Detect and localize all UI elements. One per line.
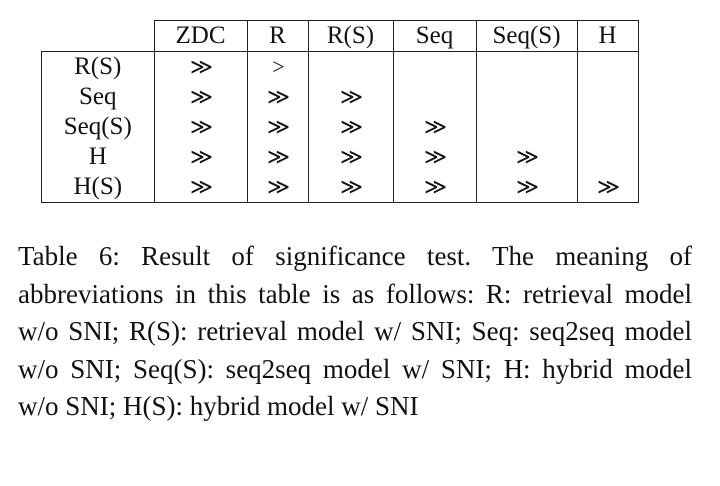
column-header-r: R [246,20,309,52]
table-row: Seq ≫ ≫ ≫ [41,82,639,112]
table-cell [475,82,578,112]
table-cell: > [246,51,309,82]
table-cell [475,112,578,142]
table-cell: ≫ [153,172,248,203]
table-row: H ≫ ≫ ≫ ≫ ≫ [41,142,639,172]
table-cell: ≫ [246,172,309,203]
row-label-seq-s: Seq(S) [41,112,155,142]
table-header-row: ZDC R R(S) Seq Seq(S) H [41,20,639,52]
table-cell: ≫ [153,112,248,142]
table-cell: ≫ [475,172,578,203]
table-cell [392,82,477,112]
table-cell: ≫ [307,112,394,142]
table-cell [307,51,394,82]
table-row: H(S) ≫ ≫ ≫ ≫ ≫ ≫ [41,172,639,203]
significance-table-container: ZDC R R(S) Seq Seq(S) H R(S) ≫ > Seq ≫ [41,20,639,203]
table-cell: ≫ [153,82,248,112]
significance-table: ZDC R R(S) Seq Seq(S) H R(S) ≫ > Seq ≫ [41,20,639,203]
column-header-corner [41,20,155,52]
table-cell: ≫ [576,172,639,203]
table-row: R(S) ≫ > [41,51,639,82]
table-cell: ≫ [246,142,309,172]
table-cell [392,51,477,82]
column-header-seq: Seq [392,20,477,52]
table-cell: ≫ [392,142,477,172]
table-cell: ≫ [153,51,248,82]
column-header-zdc: ZDC [153,20,248,52]
table-cell: ≫ [307,142,394,172]
column-header-r-s: R(S) [307,20,394,52]
table-cell [576,112,639,142]
table-cell [576,142,639,172]
table-caption: Table 6: Result of significance test. Th… [18,241,692,421]
table-cell: ≫ [307,172,394,203]
table-cell: ≫ [246,112,309,142]
table-cell: ≫ [307,82,394,112]
table-cell: ≫ [392,112,477,142]
table-cell: ≫ [246,82,309,112]
table-cell [576,51,639,82]
row-label-h: H [41,142,155,172]
table-cell [576,82,639,112]
table-cell: ≫ [392,172,477,203]
table-cell: ≫ [475,142,578,172]
table-cell [475,51,578,82]
table-cell: ≫ [153,142,248,172]
row-label-h-s: H(S) [41,172,155,203]
column-header-seq-s: Seq(S) [475,20,578,52]
row-label-seq: Seq [41,82,155,112]
row-label-r-s: R(S) [41,51,155,82]
column-header-h: H [576,20,639,52]
table-row: Seq(S) ≫ ≫ ≫ ≫ [41,112,639,142]
